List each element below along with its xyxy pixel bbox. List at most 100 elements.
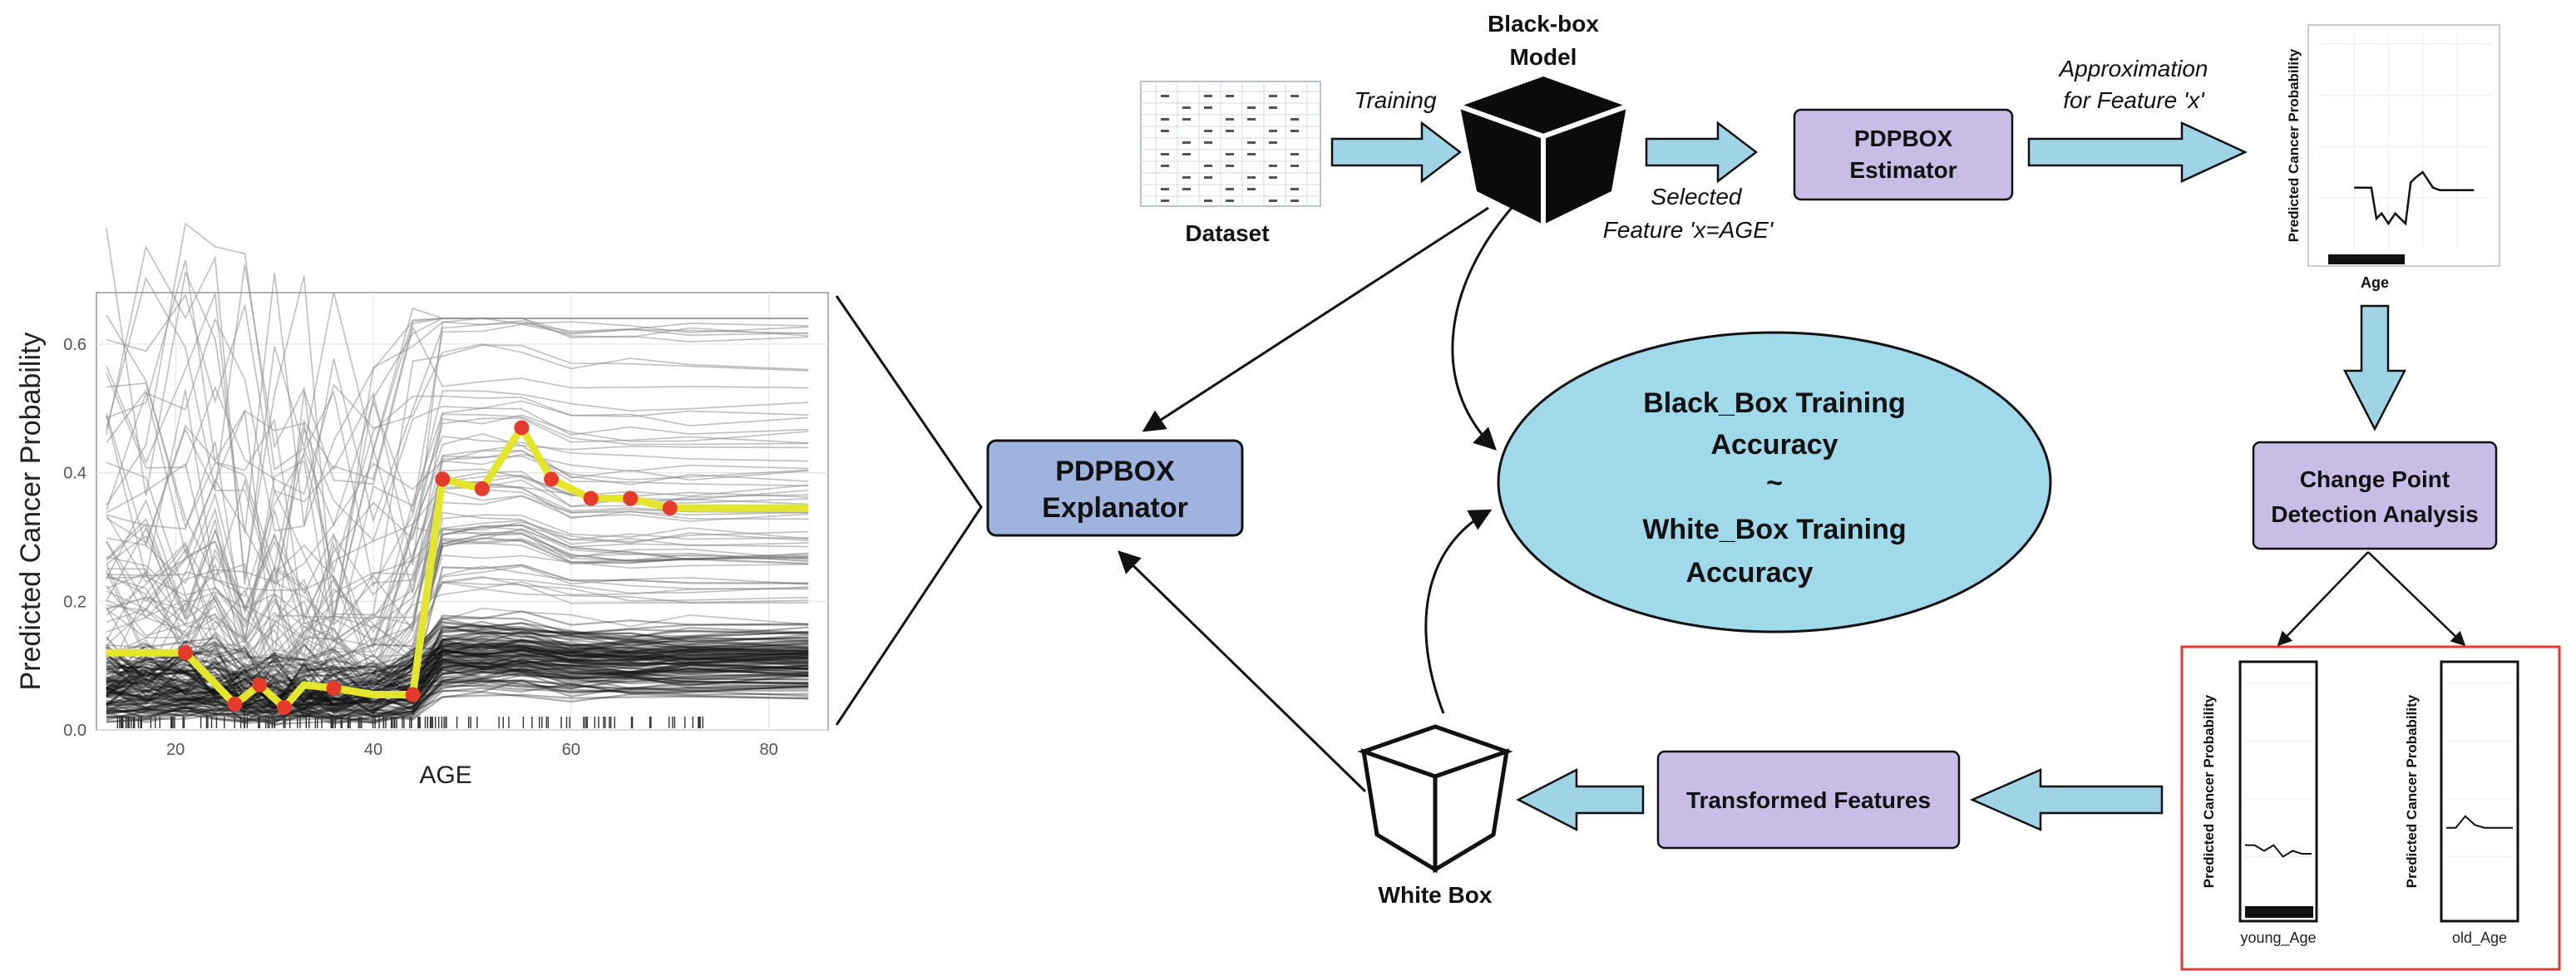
- ice-line: [106, 624, 809, 711]
- ice-line: [106, 644, 809, 701]
- chart-bracket: [835, 295, 983, 726]
- down-block-arrow-icon: [2342, 304, 2407, 431]
- pdp-point: [435, 471, 451, 487]
- ice-line: [106, 647, 809, 711]
- young-age-line: [2245, 844, 2312, 858]
- pdp-point: [276, 699, 292, 715]
- block-arrow-icon: [1330, 121, 1463, 184]
- transformed-box: [1656, 750, 1961, 850]
- x-tick-label: 20: [166, 741, 185, 759]
- y-tick-label: 0.6: [63, 336, 86, 354]
- pdpbox-explanator-node[interactable]: PDPBOX Explanator: [986, 439, 1244, 537]
- ice-line: [106, 621, 809, 708]
- ice-line: [106, 264, 809, 625]
- ice-line: [106, 669, 809, 717]
- blackbox-label-2: Model: [1510, 44, 1577, 70]
- accuracy-label-1: Black_Box Training: [1643, 387, 1906, 419]
- ice-line: [106, 672, 809, 724]
- training-arrow: Training: [1330, 87, 1463, 184]
- ice-line: [106, 524, 809, 688]
- big-chart-x-label: AGE: [419, 762, 471, 789]
- ice-line: [106, 514, 809, 663]
- pdp-point: [252, 677, 268, 693]
- explanator-label-2: Explanator: [1042, 492, 1188, 524]
- ice-line: [106, 678, 809, 722]
- y-tick-label: 0.0: [63, 722, 86, 740]
- ice-line: [106, 661, 809, 715]
- ice-line: [106, 538, 809, 695]
- pdpbox-estimator-node[interactable]: PDPBOX Estimator: [1793, 108, 2014, 201]
- pdp-point: [623, 490, 639, 506]
- ice-line: [106, 663, 809, 722]
- ice-line: [106, 643, 809, 717]
- ice-line: [106, 525, 809, 702]
- change-point-node[interactable]: Change Point Detection Analysis: [2252, 441, 2498, 550]
- ice-line: [106, 632, 809, 706]
- ice-line: [106, 520, 809, 656]
- ice-line: [106, 565, 809, 697]
- young-rug: [2245, 906, 2313, 918]
- whitebox-to-accuracy-arrow: [1424, 509, 1493, 714]
- pdp-point: [583, 490, 599, 506]
- old-age-chart: Predicted Cancer Probability old_Age: [2404, 660, 2519, 947]
- ice-line: [106, 662, 809, 715]
- white-box-node[interactable]: White Box: [1357, 724, 1513, 908]
- ice-line: [106, 643, 809, 710]
- selected-feature-arrow: Selected Feature 'x=AGE': [1603, 121, 1774, 243]
- accuracy-label-2: Accuracy: [1710, 429, 1838, 461]
- ice-line: [106, 343, 809, 495]
- ice-line: [106, 450, 809, 651]
- ice-line: [106, 673, 809, 722]
- whitebox-label: White Box: [1379, 882, 1493, 908]
- selected-label-2: Feature 'x=AGE': [1603, 217, 1774, 243]
- ice-line: [106, 417, 809, 679]
- dataset-node[interactable]: Dataset: [1140, 81, 1321, 246]
- pdp-points: [178, 420, 678, 715]
- young-x-label: young_Age: [2240, 929, 2316, 947]
- ice-line: [106, 630, 809, 716]
- ice-line: [106, 222, 809, 528]
- ice-line: [106, 658, 809, 711]
- transformed-features-node[interactable]: Transformed Features: [1656, 750, 1961, 850]
- old-y-label: Predicted Cancer Probability: [2404, 694, 2420, 888]
- ice-line: [106, 648, 809, 707]
- small-pdp-chart: Predicted Cancer Probability Age: [2286, 24, 2500, 291]
- small-chart-y-label: Predicted Cancer Probability: [2286, 48, 2302, 242]
- ice-line: [106, 407, 809, 668]
- blackbox-to-accuracy-arrow: [1451, 207, 1513, 451]
- accuracy-label-4: White_Box Training: [1642, 514, 1906, 545]
- accuracy-label-5: Accuracy: [1685, 557, 1813, 589]
- ice-line: [106, 658, 809, 712]
- ice-line: [106, 658, 809, 707]
- ice-line: [106, 389, 809, 589]
- old-x-label: old_Age: [2452, 929, 2507, 947]
- ice-line: [106, 679, 809, 721]
- ice-line: [106, 637, 809, 706]
- ice-line: [106, 634, 809, 703]
- whitebox-to-explanator-arrow: [1118, 550, 1367, 793]
- ice-line: [106, 244, 809, 585]
- black-cube-icon: [1458, 76, 1628, 224]
- approximation-arrow: Approximation for Feature 'x': [2027, 56, 2248, 183]
- small-chart-x-label: Age: [2361, 274, 2389, 291]
- small-pdp-line: [2354, 170, 2475, 226]
- accuracy-comparison-node[interactable]: Black_Box Training Accuracy ~ White_Box …: [1497, 331, 2052, 633]
- ice-line: [106, 314, 809, 571]
- transformed-label: Transformed Features: [1686, 787, 1931, 813]
- estimator-label-1: PDPBOX: [1854, 126, 1953, 151]
- ice-line: [106, 651, 809, 707]
- small-chart-grid: [2320, 33, 2491, 249]
- estimator-box: [1793, 108, 2014, 201]
- ice-line: [106, 647, 809, 712]
- small-chart-panel: [2307, 24, 2500, 267]
- ice-line: [106, 389, 809, 633]
- x-tick-label: 80: [760, 741, 778, 759]
- pdp-point: [662, 500, 678, 516]
- ice-line: [106, 444, 809, 672]
- young-y-label: Predicted Cancer Probability: [2201, 694, 2217, 888]
- ice-line: [106, 627, 809, 693]
- black-box-model-node[interactable]: Black-box Model: [1458, 11, 1628, 224]
- ice-line: [106, 652, 809, 707]
- x-tick-label: 40: [364, 741, 382, 759]
